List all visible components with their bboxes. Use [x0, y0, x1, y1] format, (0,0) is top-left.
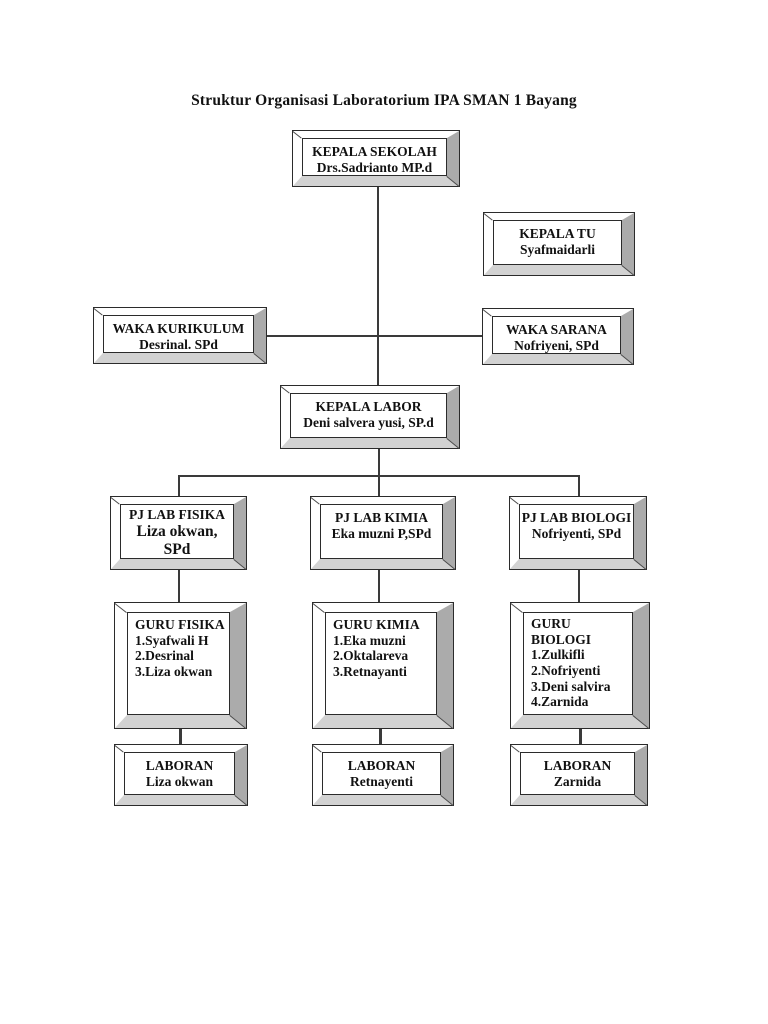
box-frame: LABORAN Liza okwan [114, 744, 248, 806]
org-box-laboran-biologi: LABORAN Zarnida [510, 744, 648, 806]
org-box-pj-lab-kimia: PJ LAB KIMIA Eka muzni P,SPd [310, 496, 456, 570]
box-person: Eka muzni P,SPd [331, 525, 432, 541]
box-frame: KEPALA SEKOLAH Drs.Sadrianto MP.d [292, 130, 460, 187]
box-title: KEPALA SEKOLAH [312, 144, 437, 159]
box-frame: WAKA KURIKULUM Desrinal. SPd [93, 307, 267, 364]
org-box-kepala-sekolah: KEPALA SEKOLAH Drs.Sadrianto MP.d [292, 130, 460, 187]
org-box-laboran-kimia: LABORAN Retnayenti [312, 744, 454, 806]
box-face: GURU KIMIA 1.Eka muzni 2.Oktalareva 3.Re… [325, 612, 437, 715]
org-box-waka-kurikulum: WAKA KURIKULUM Desrinal. SPd [93, 307, 267, 364]
box-frame: GURU BIOLOGI 1.Zulkifli 2.Nofriyenti 3.D… [510, 602, 650, 729]
box-frame: LABORAN Retnayenti [312, 744, 454, 806]
org-box-waka-sarana: WAKA SARANA Nofriyeni, SPd [482, 308, 634, 365]
box-title-line2: BIOLOGI [531, 631, 592, 647]
box-title: WAKA SARANA [506, 322, 607, 337]
box-person: Nofriyeni, SPd [514, 337, 599, 353]
box-person: Desrinal. SPd [139, 336, 218, 352]
box-frame: PJ LAB BIOLOGI Nofriyenti, SPd [509, 496, 647, 570]
box-title: KEPALA LABOR [315, 399, 422, 414]
box-face: PJ LAB KIMIA Eka muzni P,SPd [320, 504, 443, 559]
member-item: 1.Eka muzni [333, 632, 406, 648]
box-title: LABORAN [347, 758, 416, 773]
box-face: LABORAN Retnayenti [322, 752, 441, 795]
connector-drop-pj-fisika [178, 475, 180, 497]
box-face: KEPALA SEKOLAH Drs.Sadrianto MP.d [302, 138, 447, 176]
box-title: PJ LAB FISIKA [128, 507, 226, 522]
box-title: KEPALA TU [519, 226, 596, 241]
box-frame: KEPALA LABOR Deni salvera yusi, SP.d [280, 385, 460, 449]
box-face: KEPALA TU Syafmaidarli [493, 220, 622, 265]
member-item: 1.Syafwali H [135, 632, 209, 648]
box-title: LABORAN [145, 758, 214, 773]
connector-kepala-labor-down [378, 448, 380, 476]
org-box-laboran-fisika: LABORAN Liza okwan [114, 744, 248, 806]
box-frame: PJ LAB FISIKA Liza okwan, SPd [110, 496, 247, 570]
member-item: 3.Retnayanti [333, 663, 407, 679]
box-person: Syafmaidarli [519, 241, 595, 257]
connector-guru-to-laboran-fisika [179, 728, 182, 745]
box-face: PJ LAB FISIKA Liza okwan, SPd [120, 504, 234, 559]
box-frame: GURU KIMIA 1.Eka muzni 2.Oktalareva 3.Re… [312, 602, 454, 729]
box-face: LABORAN Liza okwan [124, 752, 235, 795]
box-person-line2: SPd [163, 540, 191, 558]
box-person: Drs.Sadrianto MP.d [316, 159, 433, 175]
box-title: PJ LAB BIOLOGI [521, 510, 632, 525]
connector-pj-to-guru-biologi [578, 569, 580, 603]
connector-guru-to-laboran-biologi [579, 728, 582, 745]
member-item: 2.Desrinal [135, 648, 194, 664]
member-item: 3.Deni salvira [531, 678, 611, 694]
connector-drop-pj-biologi [578, 475, 580, 497]
org-box-kepala-tu: KEPALA TU Syafmaidarli [483, 212, 635, 276]
box-person: Zarnida [553, 773, 602, 789]
member-item: 1.Zulkifli [531, 647, 585, 663]
org-box-guru-biologi: GURU BIOLOGI 1.Zulkifli 2.Nofriyenti 3.D… [510, 602, 650, 729]
box-frame: LABORAN Zarnida [510, 744, 648, 806]
box-face: GURU FISIKA 1.Syafwali H 2.Desrinal 3.Li… [127, 612, 230, 715]
box-face: KEPALA LABOR Deni salvera yusi, SP.d [290, 393, 447, 438]
box-face: WAKA SARANA Nofriyeni, SPd [492, 316, 621, 354]
org-box-guru-kimia: GURU KIMIA 1.Eka muzni 2.Oktalareva 3.Re… [312, 602, 454, 729]
page-title: Struktur Organisasi Laboratorium IPA SMA… [191, 92, 577, 109]
connector-guru-to-laboran-kimia [379, 728, 382, 745]
org-box-guru-fisika: GURU FISIKA 1.Syafwali H 2.Desrinal 3.Li… [114, 602, 247, 729]
connector-kepala-sekolah-to-kepala-labor [377, 186, 379, 386]
box-face: WAKA KURIKULUM Desrinal. SPd [103, 315, 254, 353]
box-title-line1: GURU [531, 616, 571, 631]
org-box-pj-lab-fisika: PJ LAB FISIKA Liza okwan, SPd [110, 496, 247, 570]
box-face: LABORAN Zarnida [520, 752, 635, 795]
box-title: PJ LAB KIMIA [334, 510, 428, 525]
box-person: Retnayenti [350, 773, 413, 789]
box-frame: WAKA SARANA Nofriyeni, SPd [482, 308, 634, 365]
box-title: GURU FISIKA [135, 617, 225, 632]
member-item: 3.Liza okwan [135, 663, 213, 679]
box-person: Liza okwan [145, 773, 214, 789]
connector-pj-to-guru-kimia [378, 569, 380, 603]
connector-pj-to-guru-fisika [178, 569, 180, 603]
box-face: PJ LAB BIOLOGI Nofriyenti, SPd [519, 504, 634, 559]
box-frame: PJ LAB KIMIA Eka muzni P,SPd [310, 496, 456, 570]
member-item: 2.Nofriyenti [531, 662, 601, 678]
box-frame: KEPALA TU Syafmaidarli [483, 212, 635, 276]
connector-waka-kurikulum-to-waka-sarana [266, 335, 483, 337]
box-frame: GURU FISIKA 1.Syafwali H 2.Desrinal 3.Li… [114, 602, 247, 729]
box-face: GURU BIOLOGI 1.Zulkifli 2.Nofriyenti 3.D… [523, 612, 633, 715]
member-item: 4.Zarnida [531, 694, 589, 710]
box-title: LABORAN [543, 758, 612, 773]
org-box-kepala-labor: KEPALA LABOR Deni salvera yusi, SP.d [280, 385, 460, 449]
box-title: WAKA KURIKULUM [112, 321, 245, 336]
box-person: Liza okwan, [136, 522, 218, 540]
box-person: Nofriyenti, SPd [531, 525, 622, 541]
box-person: Deni salvera yusi, SP.d [303, 414, 434, 430]
connector-drop-pj-kimia [378, 475, 380, 497]
box-title: GURU KIMIA [333, 617, 420, 632]
org-box-pj-lab-biologi: PJ LAB BIOLOGI Nofriyenti, SPd [509, 496, 647, 570]
member-item: 2.Oktalareva [333, 648, 409, 664]
